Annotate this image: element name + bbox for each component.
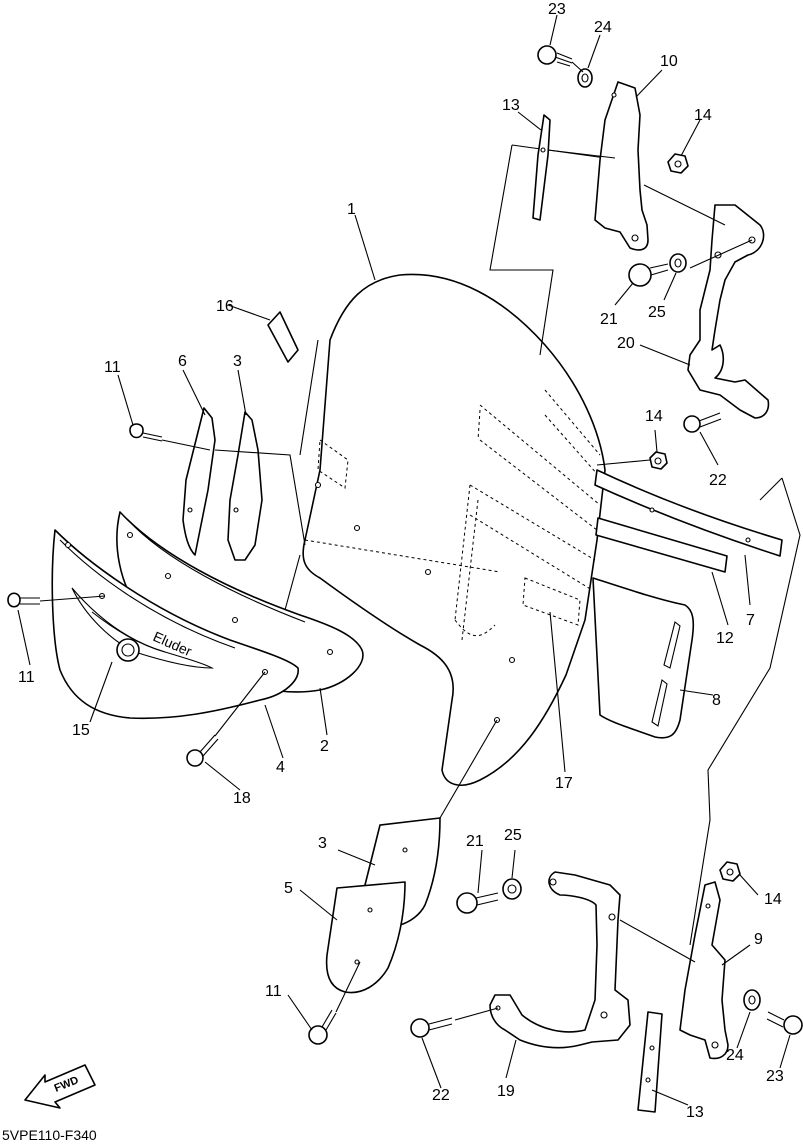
bracket-part-19 <box>489 871 631 1049</box>
figure-code: 5VPE110-F340 <box>2 1127 97 1143</box>
callout-11: 11 <box>265 983 282 1000</box>
nut-part-14-upper <box>667 153 689 174</box>
bolt-part-21-lower <box>456 892 499 914</box>
callout-15: 15 <box>72 722 90 739</box>
washer-part-24-upper <box>577 68 593 88</box>
callout-13: 13 <box>502 97 520 114</box>
callout-13: 13 <box>686 1104 704 1121</box>
nut-part-14-middle <box>649 451 668 470</box>
callout-25: 25 <box>504 827 522 844</box>
callout-24: 24 <box>726 1047 744 1064</box>
bracket-part-13-lower <box>637 1011 663 1113</box>
bolt-part-23-lower <box>766 1011 803 1035</box>
callout-4: 4 <box>276 759 285 776</box>
callout-18: 18 <box>233 790 251 807</box>
windshield-part-1 <box>302 273 606 786</box>
garnish-part-8 <box>592 577 695 739</box>
callout-8: 8 <box>712 692 721 709</box>
callout-14: 14 <box>694 107 712 124</box>
panel-part-4 <box>51 529 299 720</box>
screw-part-11-upper <box>129 423 163 442</box>
callout-2: 2 <box>320 738 329 755</box>
strip-part-12 <box>595 517 728 573</box>
screw-part-11-left <box>7 592 40 608</box>
cover-part-6 <box>182 407 216 556</box>
callout-22: 22 <box>432 1087 450 1104</box>
sticker-part-16 <box>267 311 299 363</box>
screw-part-18 <box>186 734 219 767</box>
callout-12: 12 <box>716 630 734 647</box>
callout-10: 10 <box>660 53 678 70</box>
callout-19: 19 <box>497 1083 515 1100</box>
callout-20: 20 <box>617 335 635 352</box>
cover-part-5 <box>325 881 406 994</box>
callout-3: 3 <box>233 353 242 370</box>
callout-3: 3 <box>318 835 327 852</box>
callout-16: 16 <box>216 298 234 315</box>
washer-part-25-lower <box>502 878 522 900</box>
bracket-part-13-upper <box>532 114 551 221</box>
screw-part-11-lower <box>308 1009 337 1045</box>
bolt-part-22-upper <box>683 412 722 433</box>
stay-part-10 <box>594 81 649 251</box>
callout-21: 21 <box>466 833 484 850</box>
fwd-arrow-icon: FWD <box>24 1064 96 1109</box>
callout-6: 6 <box>178 353 187 370</box>
callout-21: 21 <box>600 311 618 328</box>
callout-9: 9 <box>754 931 763 948</box>
callout-25: 25 <box>648 304 666 321</box>
callout-labels: 23 24 10 13 14 1 21 25 20 16 11 6 3 14 2… <box>18 1 784 1121</box>
callout-5: 5 <box>284 880 293 897</box>
callout-11: 11 <box>104 359 121 376</box>
leader-lines <box>17 14 791 1106</box>
callout-14: 14 <box>764 891 782 908</box>
callout-11: 11 <box>18 669 35 686</box>
callout-22: 22 <box>709 472 727 489</box>
stay-part-9 <box>679 881 729 1060</box>
callout-23: 23 <box>766 1068 784 1085</box>
cover-part-3-upper <box>227 411 263 561</box>
callout-23: 23 <box>548 1 566 18</box>
bolt-part-23-upper <box>537 45 573 67</box>
strip-part-7 <box>594 469 783 557</box>
washer-part-25-upper <box>669 253 687 273</box>
callout-17: 17 <box>555 775 573 792</box>
callout-7: 7 <box>746 612 755 629</box>
callout-14: 14 <box>645 408 663 425</box>
callout-1: 1 <box>347 201 356 218</box>
washer-part-24-lower <box>743 989 761 1011</box>
callout-24: 24 <box>594 19 612 36</box>
nut-part-14-lower <box>719 861 741 882</box>
bolt-part-22-lower <box>410 1017 453 1038</box>
bracket-part-20 <box>687 204 770 419</box>
bolt-part-21-upper <box>628 263 669 287</box>
